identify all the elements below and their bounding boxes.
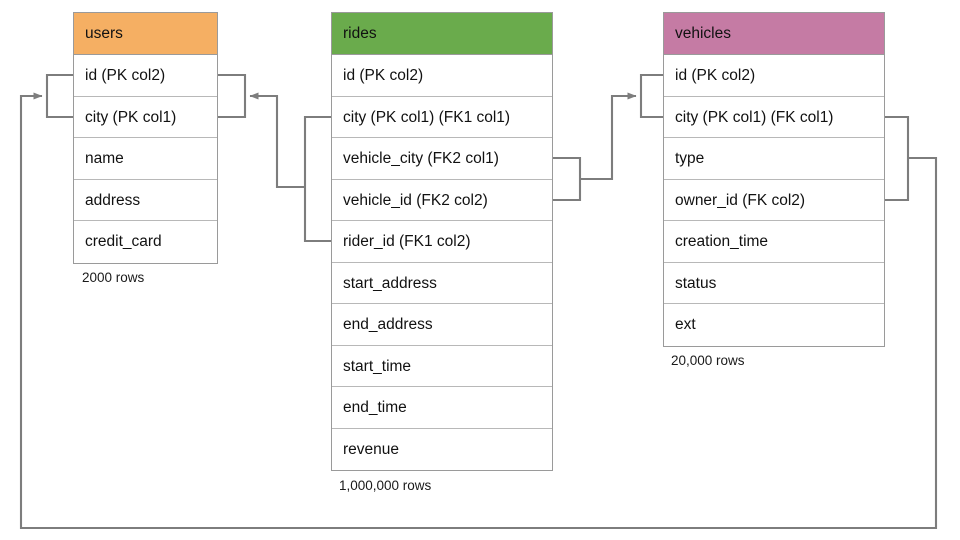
- rides-fk1-connector: [249, 92, 305, 189]
- vehicles-right-bracket: [885, 115, 910, 202]
- entity-rides-field-start-time[interactable]: start_time: [332, 345, 552, 387]
- entity-rides-field-end-address[interactable]: end_address: [332, 304, 552, 346]
- entity-rides-field-rider-id[interactable]: rider_id (FK1 col2): [332, 221, 552, 263]
- entity-users-field-id[interactable]: id (PK col2): [74, 55, 217, 97]
- entity-rides-field-end-time[interactable]: end_time: [332, 387, 552, 429]
- entity-vehicles-field-creation-time[interactable]: creation_time: [664, 221, 884, 263]
- entity-rides-field-start-address[interactable]: start_address: [332, 262, 552, 304]
- vehicles-left-bracket: [639, 73, 663, 119]
- entity-rides[interactable]: rides id (PK col2) city (PK col1) (FK1 c…: [331, 12, 553, 471]
- entity-users-field-name[interactable]: name: [74, 138, 217, 180]
- entity-vehicles-field-id[interactable]: id (PK col2): [664, 55, 884, 97]
- users-left-bracket: [45, 73, 73, 119]
- rides-fk2-connector: [580, 92, 637, 181]
- entity-users-field-city[interactable]: city (PK col1): [74, 96, 217, 138]
- entity-vehicles-field-type[interactable]: type: [664, 138, 884, 180]
- rides-fk1-bracket: [303, 115, 331, 243]
- entity-rides-row-count: 1,000,000 rows: [339, 478, 432, 493]
- entity-rides-field-city[interactable]: city (PK col1) (FK1 col1): [332, 96, 552, 138]
- entity-users-title: users: [74, 13, 217, 55]
- entity-vehicles-row-count: 20,000 rows: [671, 353, 745, 368]
- entity-rides-field-vehicle-id[interactable]: vehicle_id (FK2 col2): [332, 179, 552, 221]
- entity-rides-title: rides: [332, 13, 552, 55]
- entity-rides-field-revenue[interactable]: revenue: [332, 428, 552, 470]
- entity-users-field-address[interactable]: address: [74, 179, 217, 221]
- entity-vehicles[interactable]: vehicles id (PK col2) city (PK col1) (FK…: [663, 12, 885, 347]
- entity-users-row-count: 2000 rows: [82, 270, 145, 285]
- entity-vehicles-field-ext[interactable]: ext: [664, 304, 884, 346]
- rides-fk2-bracket: [553, 156, 582, 202]
- entity-vehicles-field-status[interactable]: status: [664, 262, 884, 304]
- entity-rides-field-id[interactable]: id (PK col2): [332, 55, 552, 97]
- users-right-bracket: [218, 73, 247, 119]
- entity-vehicles-field-city[interactable]: city (PK col1) (FK col1): [664, 96, 884, 138]
- entity-rides-field-vehicle-city[interactable]: vehicle_city (FK2 col1): [332, 138, 552, 180]
- entity-users-field-credit-card[interactable]: credit_card: [74, 221, 217, 263]
- entity-users[interactable]: users id (PK col2) city (PK col1) name a…: [73, 12, 218, 264]
- entity-vehicles-field-owner-id[interactable]: owner_id (FK col2): [664, 179, 884, 221]
- entity-vehicles-title: vehicles: [664, 13, 884, 55]
